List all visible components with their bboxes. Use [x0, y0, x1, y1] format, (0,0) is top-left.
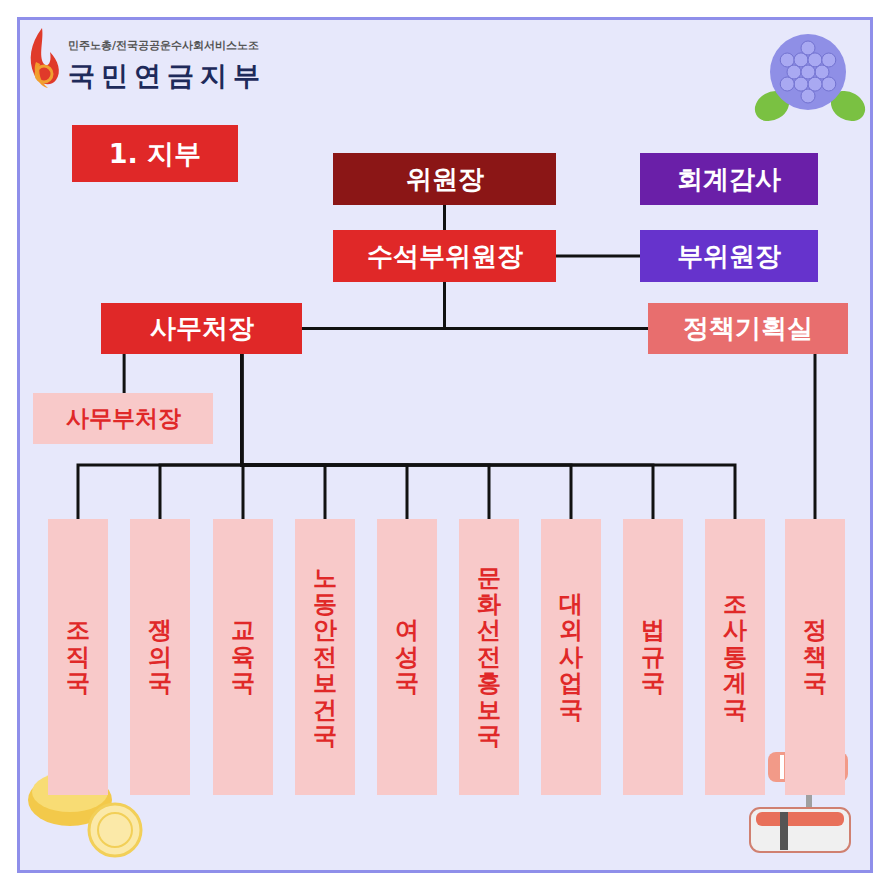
- bureau-box: 대외사업국: [541, 519, 601, 795]
- role-box: 위원장: [333, 153, 556, 205]
- bureau-box: 조사통계국: [705, 519, 765, 795]
- node-text: 사무부처장: [66, 403, 181, 434]
- role-box: 회계감사: [640, 153, 818, 205]
- connector-line: [556, 255, 640, 258]
- bureau-box: 문화선전홍보국: [459, 519, 519, 795]
- node-text: 정책국: [803, 617, 827, 696]
- connector-line: [242, 354, 571, 519]
- branch-name: 국민연금지부: [68, 58, 266, 94]
- node-text: 교육국: [231, 617, 255, 696]
- node-text: 여성국: [395, 617, 419, 696]
- bureau-box: 여성국: [377, 519, 437, 795]
- connector-line: [123, 354, 126, 393]
- connector-line: [814, 354, 817, 519]
- role-box: 사무부처장: [33, 393, 213, 444]
- hydrangea-illustration: [749, 34, 870, 127]
- connector-line: [445, 282, 649, 329]
- bureau-box: 교육국: [213, 519, 273, 795]
- role-box: 수석부위원장: [333, 230, 556, 282]
- connector-line: [242, 354, 325, 519]
- node-text: 수석부위원장: [367, 239, 523, 274]
- connector-line: [443, 205, 446, 230]
- bureau-box: 정책국: [785, 519, 845, 795]
- connector-line: [242, 354, 489, 519]
- node-text: 조사통계국: [723, 591, 747, 723]
- bureau-box: 법규국: [623, 519, 683, 795]
- node-text: 조직국: [66, 617, 90, 696]
- role-box: 사무처장: [101, 303, 302, 354]
- node-text: 문화선전홍보국: [477, 565, 501, 750]
- node-text: 1. 지부: [109, 136, 201, 172]
- bureau-box: 조직국: [48, 519, 108, 795]
- node-text: 회계감사: [677, 162, 781, 197]
- connector-line: [242, 354, 653, 519]
- union-name: 민주노총/전국공공운수사회서비스노조: [68, 38, 259, 53]
- node-text: 사무처장: [150, 311, 254, 346]
- node-text: 쟁의국: [148, 617, 172, 696]
- bureau-box: 노동안전보건국: [295, 519, 355, 795]
- node-text: 정책기획실: [683, 311, 813, 346]
- office-box: 정책기획실: [648, 303, 848, 354]
- node-text: 노동안전보건국: [313, 565, 337, 750]
- bureau-box: 쟁의국: [130, 519, 190, 795]
- node-text: 위원장: [406, 162, 484, 197]
- node-text: 대외사업국: [559, 591, 583, 723]
- node-text: 부위원장: [677, 239, 781, 274]
- role-box: 부위원장: [640, 230, 818, 282]
- section-box: 1. 지부: [72, 125, 238, 182]
- node-text: 법규국: [641, 617, 665, 696]
- connector-line: [242, 354, 735, 519]
- connector-line: [242, 354, 407, 519]
- connector-line: [302, 282, 445, 329]
- logo-icon: [31, 28, 59, 88]
